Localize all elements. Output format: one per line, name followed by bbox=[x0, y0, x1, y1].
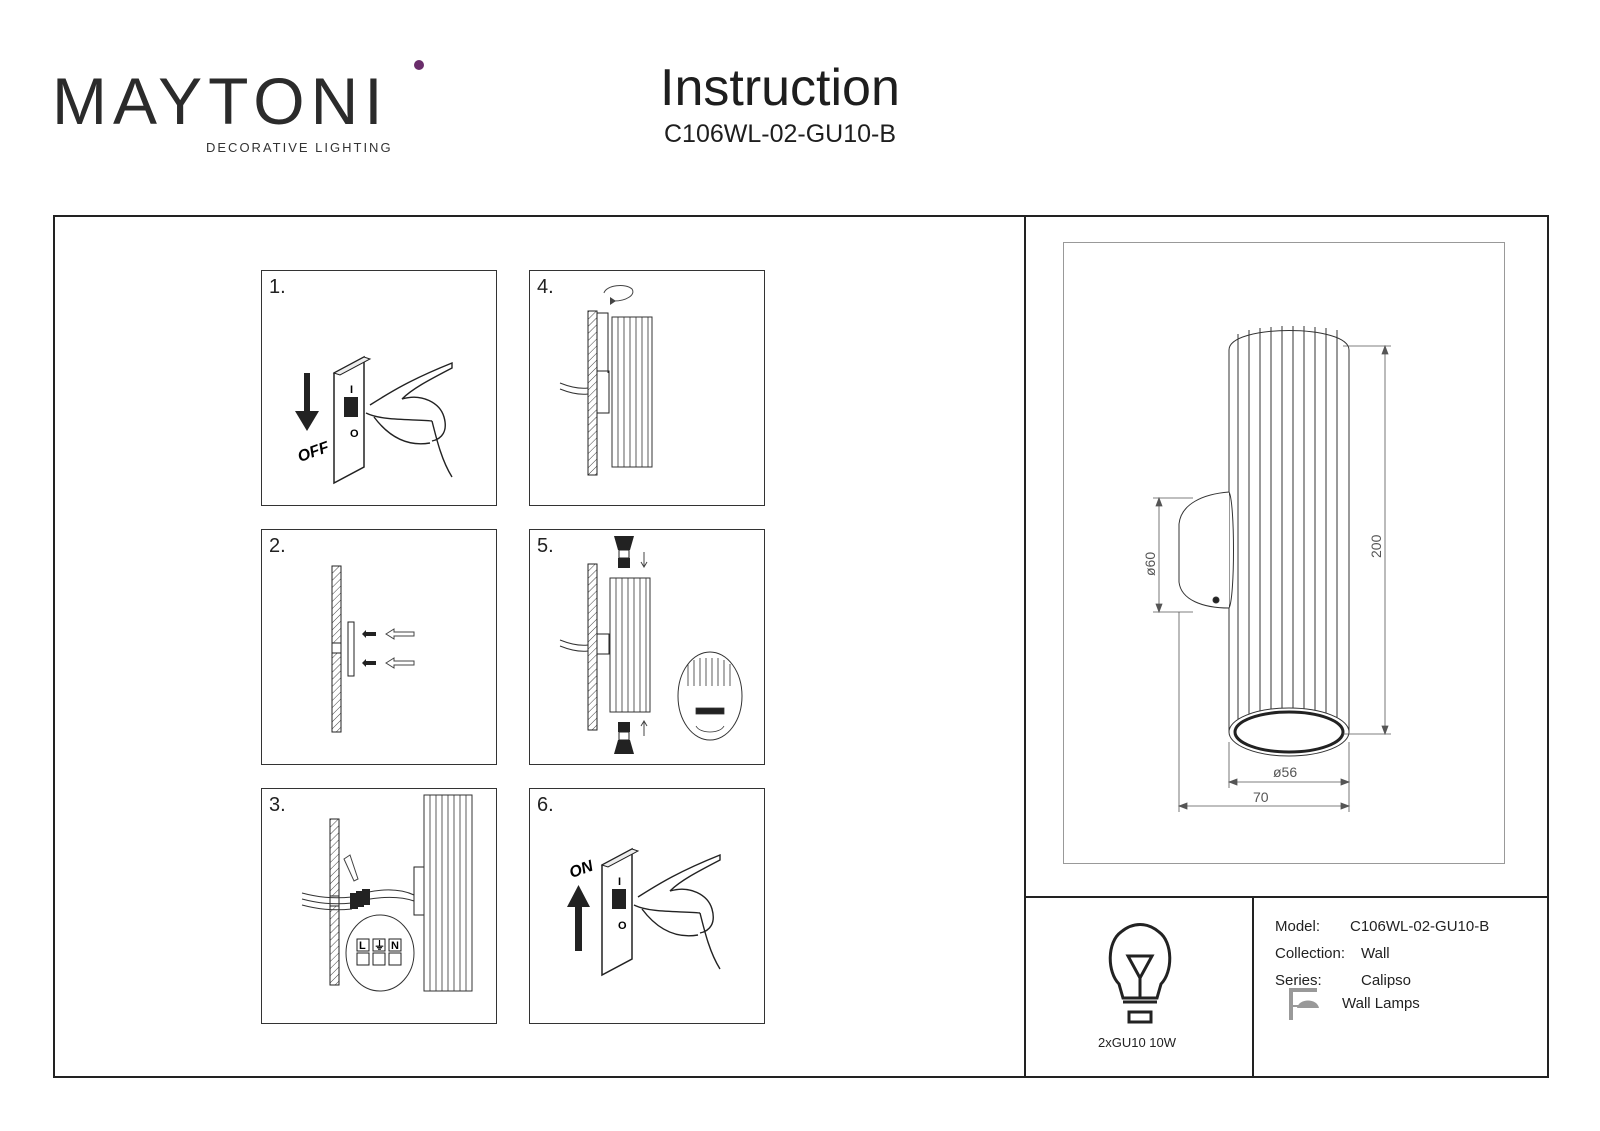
lamp-body bbox=[611, 316, 653, 468]
wall-switch-icon: I O bbox=[600, 847, 640, 977]
step-5-panel: 5. bbox=[529, 529, 765, 765]
step-4-panel: 4. bbox=[529, 270, 765, 506]
step-2-panel: 2. bbox=[261, 529, 497, 765]
brand-tagline: DECORATIVE LIGHTING bbox=[206, 140, 393, 155]
wall-switch-icon: I O bbox=[332, 355, 372, 485]
wall-mount bbox=[1178, 491, 1234, 609]
arrow-down-icon bbox=[343, 854, 359, 882]
switch-off-mark: O bbox=[350, 428, 359, 440]
step-number: 4. bbox=[537, 276, 554, 298]
terminal-block: L ⏚ N bbox=[356, 938, 402, 966]
hand-icon bbox=[633, 853, 721, 970]
bulb-detail-callout bbox=[677, 651, 743, 741]
wires-icon bbox=[559, 382, 589, 395]
switch-on-mark: I bbox=[618, 876, 621, 888]
model-value: C106WL-02-GU10-B bbox=[1350, 918, 1490, 935]
hand-icon bbox=[365, 361, 453, 478]
screw-icon bbox=[362, 630, 376, 667]
brand-accent-dot bbox=[414, 60, 424, 70]
base-diameter-label: ø60 bbox=[1142, 552, 1158, 576]
wall-section bbox=[587, 563, 598, 731]
lamp-body bbox=[423, 794, 473, 992]
technical-drawing-frame bbox=[1063, 242, 1505, 864]
switch-off-mark: O bbox=[618, 920, 627, 932]
brand-name: MAYTONI bbox=[52, 64, 389, 138]
wall-section bbox=[587, 310, 598, 476]
terminal-l: L bbox=[359, 940, 366, 952]
step-number: 6. bbox=[537, 794, 554, 816]
wires-icon bbox=[559, 639, 589, 652]
collection-label: Collection: bbox=[1275, 945, 1346, 962]
spec-divider bbox=[1024, 896, 1549, 898]
height-label: 200 bbox=[1368, 534, 1384, 558]
instruction-frame bbox=[53, 215, 1549, 1078]
mounting-plate bbox=[347, 621, 355, 677]
technical-drawing: ø60 200 ø56 70 bbox=[1142, 326, 1391, 812]
page-title: Instruction bbox=[660, 59, 900, 117]
series-value: Calipso bbox=[1361, 972, 1412, 989]
step-number: 1. bbox=[269, 276, 286, 298]
step-6-panel: 6. I O ON bbox=[529, 788, 765, 1024]
model-label: Model: bbox=[1275, 918, 1321, 935]
bulb-icon bbox=[1108, 923, 1172, 1024]
on-label: ON bbox=[567, 858, 596, 882]
lamp-spec-label: 2xGU10 10W bbox=[1098, 1035, 1177, 1050]
step-number: 5. bbox=[537, 535, 554, 557]
step-number: 2. bbox=[269, 535, 286, 557]
bulb-insert-detail bbox=[687, 658, 731, 733]
series-label: Series: bbox=[1275, 972, 1322, 989]
lamp-base bbox=[596, 370, 610, 414]
lamp-tube bbox=[1228, 326, 1350, 757]
rotate-arrow-icon bbox=[603, 285, 634, 302]
spec-column-divider bbox=[1252, 896, 1254, 1078]
step-number: 3. bbox=[269, 794, 286, 816]
model-code: C106WL-02-GU10-B bbox=[664, 120, 897, 148]
terminal-n: N bbox=[391, 940, 399, 952]
lamp-body bbox=[609, 577, 651, 713]
wall-lamp-icon bbox=[1289, 988, 1319, 1020]
down-arrow-icon bbox=[295, 373, 319, 431]
collection-value: Wall bbox=[1361, 945, 1390, 962]
category-label: Wall Lamps bbox=[1342, 995, 1420, 1012]
step-3-panel: 3. L ⏚ N bbox=[261, 788, 497, 1024]
dimension-lines bbox=[1153, 344, 1391, 812]
tube-diameter-label: ø56 bbox=[1273, 764, 1297, 780]
terminal-ground: ⏚ bbox=[374, 939, 385, 952]
switch-on-mark: I bbox=[350, 384, 353, 396]
off-label: OFF bbox=[296, 438, 333, 465]
brand-logo: MAYTONI DECORATIVE LIGHTING bbox=[52, 60, 424, 162]
gu10-bulb-icon bbox=[614, 536, 634, 754]
arrow-icon bbox=[640, 552, 648, 736]
arrow-left-icon bbox=[385, 628, 415, 669]
depth-label: 70 bbox=[1253, 789, 1269, 805]
step-1-panel: 1. I O OFF bbox=[261, 270, 497, 506]
up-arrow-icon bbox=[567, 885, 590, 951]
lamp-base bbox=[596, 633, 610, 655]
panel-divider bbox=[1024, 215, 1026, 1078]
connector-icon bbox=[350, 889, 370, 909]
